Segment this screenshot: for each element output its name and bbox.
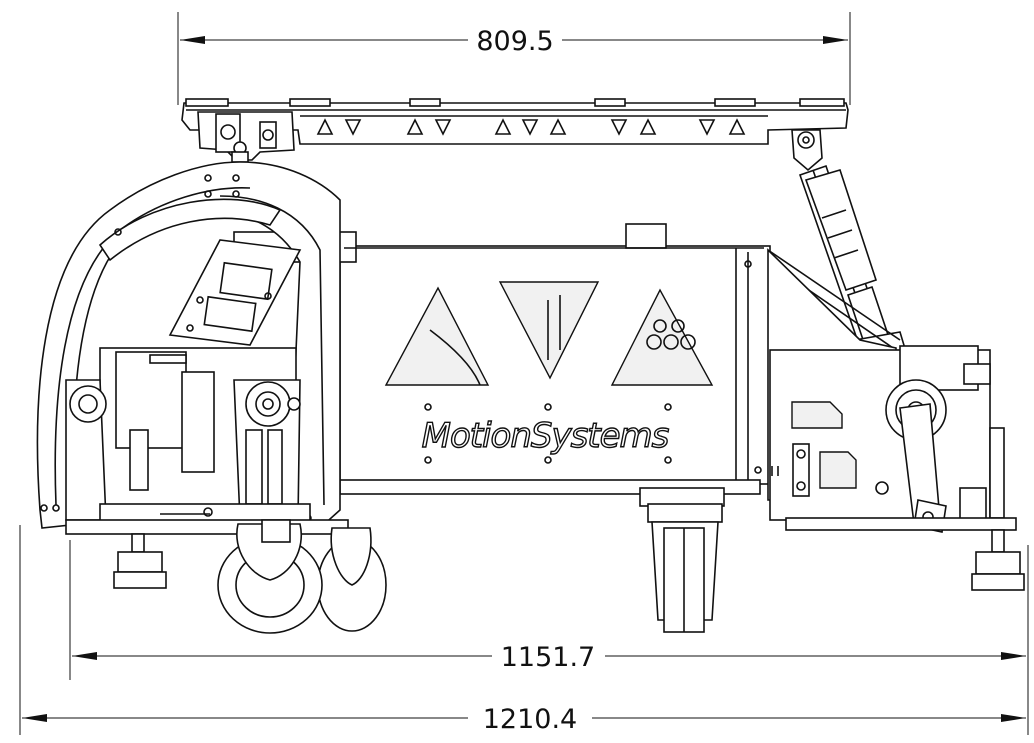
top-platform <box>181 98 849 172</box>
front-wheels <box>217 519 387 634</box>
dimension-top: 809.5 <box>177 12 851 105</box>
right-end-unit <box>769 345 1017 533</box>
dimension-label-overall: 1210.4 <box>483 704 577 735</box>
dimension-inner: 1151.7 <box>69 540 1029 735</box>
dimension-overall: 1210.4 <box>19 525 1026 735</box>
platform-cutouts <box>316 118 746 136</box>
dimension-label-inner: 1151.7 <box>501 642 595 673</box>
motionsystems-logo: MotionSystems <box>422 416 669 456</box>
center-body: MotionSystems <box>233 223 897 507</box>
left-mechanism <box>65 347 349 535</box>
left-foot <box>113 533 167 589</box>
right-foot <box>971 529 1025 591</box>
dimension-label-top: 809.5 <box>476 26 553 57</box>
center-caster <box>647 503 723 633</box>
